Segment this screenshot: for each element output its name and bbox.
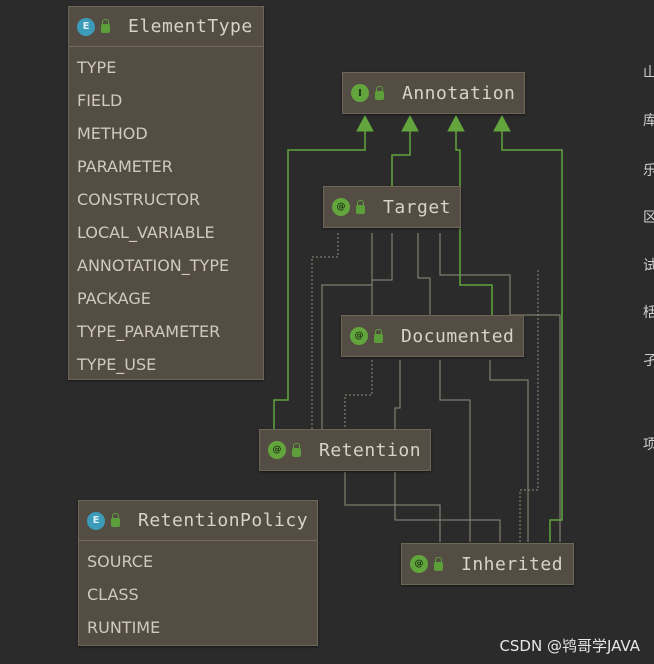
enum-constant[interactable]: CONSTRUCTOR xyxy=(77,190,201,209)
annotation-header[interactable]: I Annotation xyxy=(343,73,524,113)
csdn-watermark: CSDN @鸨哥学JAVA xyxy=(499,637,640,655)
retention-policy-fields: SOURCE CLASS RUNTIME xyxy=(79,541,317,648)
dep-documented-inherited-1 xyxy=(439,360,471,542)
dep-retention-inherited xyxy=(344,472,441,542)
enum-constant[interactable]: TYPE_PARAMETER xyxy=(77,322,221,341)
arrowhead-4 xyxy=(493,114,511,132)
inherit-documented-annotation xyxy=(455,130,493,318)
enum-constant[interactable]: PARAMETER xyxy=(77,157,173,176)
dep-target-documented-2 xyxy=(417,233,431,318)
enum-constant[interactable]: TYPE_USE xyxy=(77,355,157,374)
enum-constant[interactable]: SOURCE xyxy=(87,552,154,571)
annotation-icon: @ xyxy=(268,441,286,459)
dep-target-retention-1 xyxy=(311,233,339,430)
side-text-char: 项 xyxy=(643,437,654,453)
side-text-char: 孑 xyxy=(643,353,654,369)
enum-constant[interactable]: RUNTIME xyxy=(87,618,161,637)
side-text-char: 库 xyxy=(643,113,654,129)
side-text-char: 山 xyxy=(643,65,654,81)
side-text-char: 区 xyxy=(643,210,654,226)
dep-documented-inherited-2 xyxy=(489,360,529,542)
inherited-header[interactable]: @ Inherited xyxy=(402,544,573,584)
enum-constant[interactable]: ANNOTATION_TYPE xyxy=(77,256,230,275)
side-text-char: 试 xyxy=(643,258,654,274)
enum-constant[interactable]: FIELD xyxy=(77,91,123,110)
retention-title: Retention xyxy=(319,439,422,461)
enum-constant[interactable]: TYPE xyxy=(77,58,117,77)
annotation-icon: @ xyxy=(410,555,428,573)
inherited-title: Inherited xyxy=(461,553,564,575)
dep-target-retention-2 xyxy=(321,233,373,430)
annotation-icon: @ xyxy=(332,198,350,216)
inheritance-lines xyxy=(273,130,563,542)
public-lock-icon xyxy=(434,556,443,571)
public-lock-icon xyxy=(111,513,120,527)
annotation-interface[interactable]: I Annotation xyxy=(342,72,525,114)
interface-icon: I xyxy=(351,84,369,102)
element-type-fields: TYPE FIELD METHOD PARAMETER CONSTRUCTOR … xyxy=(69,47,263,385)
public-lock-icon xyxy=(375,85,384,100)
enum-constant[interactable]: LOCAL_VARIABLE xyxy=(77,223,215,242)
retention-policy-title: RetentionPolicy xyxy=(138,510,309,531)
documented-title: Documented xyxy=(401,325,515,347)
dep-documented-retention-1 xyxy=(344,360,373,430)
documented-header[interactable]: @ Documented xyxy=(342,316,523,356)
target-title: Target xyxy=(383,196,452,218)
enum-constant[interactable]: CLASS xyxy=(87,585,139,604)
element-type-title: ElementType xyxy=(128,16,253,37)
retention-header[interactable]: @ Retention xyxy=(260,430,430,470)
inherit-retention-annotation xyxy=(273,130,366,430)
public-lock-icon xyxy=(374,328,383,343)
inheritance-arrowheads xyxy=(356,114,511,132)
dep-target-inherited-1 xyxy=(439,233,561,542)
target-header[interactable]: @ Target xyxy=(324,187,460,227)
inherit-inherited-annotation xyxy=(501,130,563,542)
dependency-lines xyxy=(311,233,561,542)
enum-constant[interactable]: METHOD xyxy=(77,124,148,143)
side-text-char: 乐 xyxy=(643,163,654,179)
dep-target-inherited-2 xyxy=(519,270,539,542)
annotation-icon: @ xyxy=(350,327,368,345)
enum-icon: E xyxy=(87,511,105,530)
public-lock-icon xyxy=(101,19,110,33)
public-lock-icon xyxy=(356,199,365,214)
enum-constant[interactable]: PACKAGE xyxy=(77,289,151,308)
arrowhead-2 xyxy=(401,114,419,132)
arrowhead-1 xyxy=(356,114,374,132)
arrowhead-3 xyxy=(447,114,465,132)
inherit-target-annotation xyxy=(391,130,411,186)
enum-icon: E xyxy=(77,17,95,36)
element-type-enum[interactable]: E ElementType TYPE FIELD METHOD PARAMETE… xyxy=(68,6,264,380)
target-annotation[interactable]: @ Target xyxy=(323,186,461,228)
side-text-char: 栝 xyxy=(643,305,654,321)
retention-annotation[interactable]: @ Retention xyxy=(259,429,431,471)
retention-policy-header[interactable]: E RetentionPolicy xyxy=(79,501,317,541)
documented-annotation[interactable]: @ Documented xyxy=(341,315,524,357)
retention-policy-enum[interactable]: E RetentionPolicy SOURCE CLASS RUNTIME xyxy=(78,500,318,646)
dep-retention-inherited-2 xyxy=(394,472,501,542)
inherited-annotation[interactable]: @ Inherited xyxy=(401,543,574,585)
annotation-title: Annotation xyxy=(402,82,516,104)
element-type-header[interactable]: E ElementType xyxy=(69,7,263,47)
dep-documented-retention-2 xyxy=(394,360,401,430)
public-lock-icon xyxy=(292,442,301,457)
dep-target-documented-1 xyxy=(371,233,393,318)
